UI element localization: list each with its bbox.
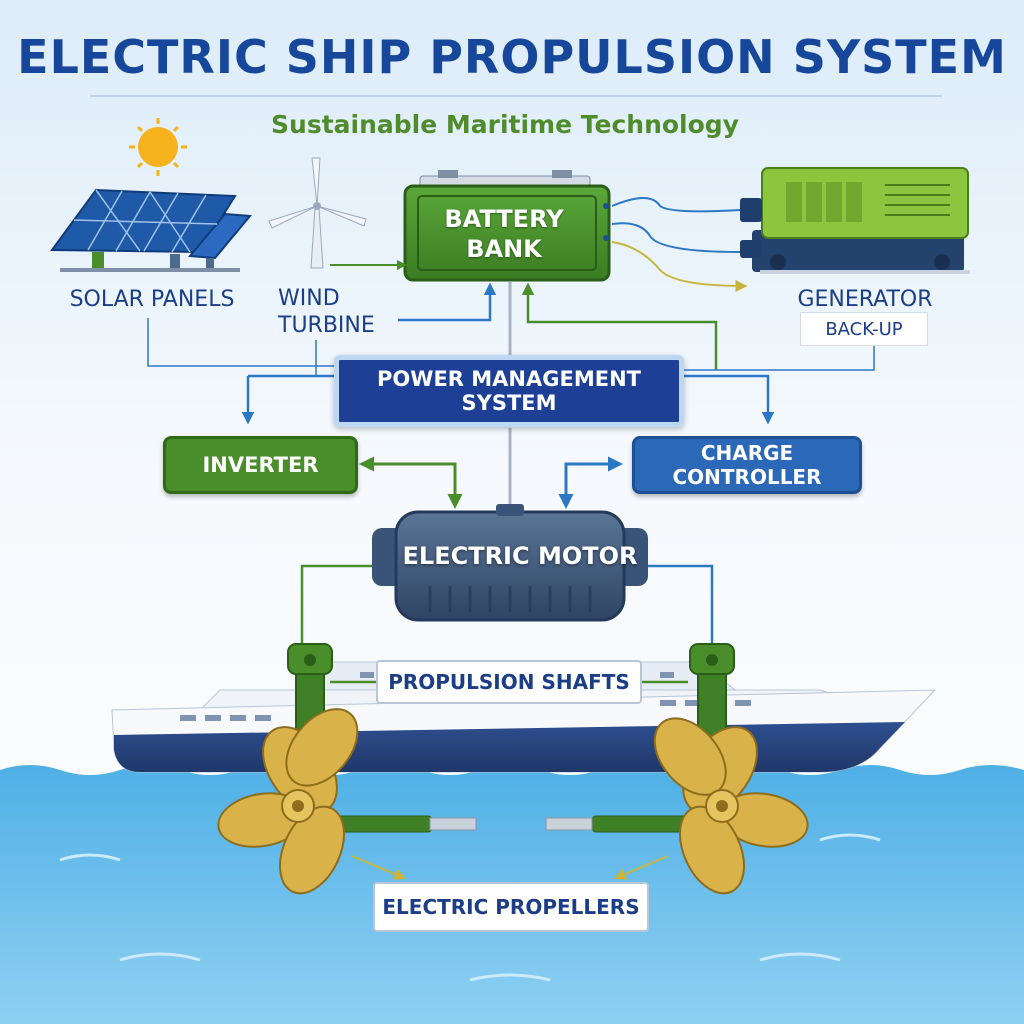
sun-icon: [129, 118, 187, 176]
propeller-icon: [545, 643, 809, 895]
shaft-lines: [300, 564, 714, 684]
generator-label: GENERATOR: [797, 287, 933, 312]
solar-panel-icon: [50, 188, 253, 272]
electric-propellers-box: ELECTRIC PROPELLERS: [373, 882, 649, 932]
battery-bank-label: BATTERY BANK: [444, 205, 564, 263]
battery-icon: [403, 170, 611, 282]
generator-backup-label: BACK-UP: [800, 312, 928, 346]
propeller-pointers: [351, 855, 669, 880]
inverter-box: INVERTER: [163, 436, 358, 494]
solar-panels-label: SOLAR PANELS: [69, 287, 235, 312]
charge-controller-box: CHARGE CONTROLLER: [632, 436, 862, 494]
wind-turbine-label: WIND TURBINE: [278, 286, 375, 338]
propulsion-shafts-box: PROPULSION SHAFTS: [376, 660, 642, 704]
connector-lines: [147, 197, 875, 510]
electric-motor-label: ELECTRIC MOTOR: [402, 542, 638, 570]
motor-icon: [372, 504, 648, 622]
generator-icon: [740, 167, 970, 274]
page-subtitle: Sustainable Maritime Technology: [271, 110, 739, 139]
page-title: ELECTRIC SHIP PROPULSION SYSTEM: [17, 30, 1007, 84]
wind-turbine-icon: [268, 157, 367, 269]
power-management-system-box: POWER MANAGEMENT SYSTEM: [334, 355, 684, 427]
propeller-icon: [217, 643, 477, 895]
